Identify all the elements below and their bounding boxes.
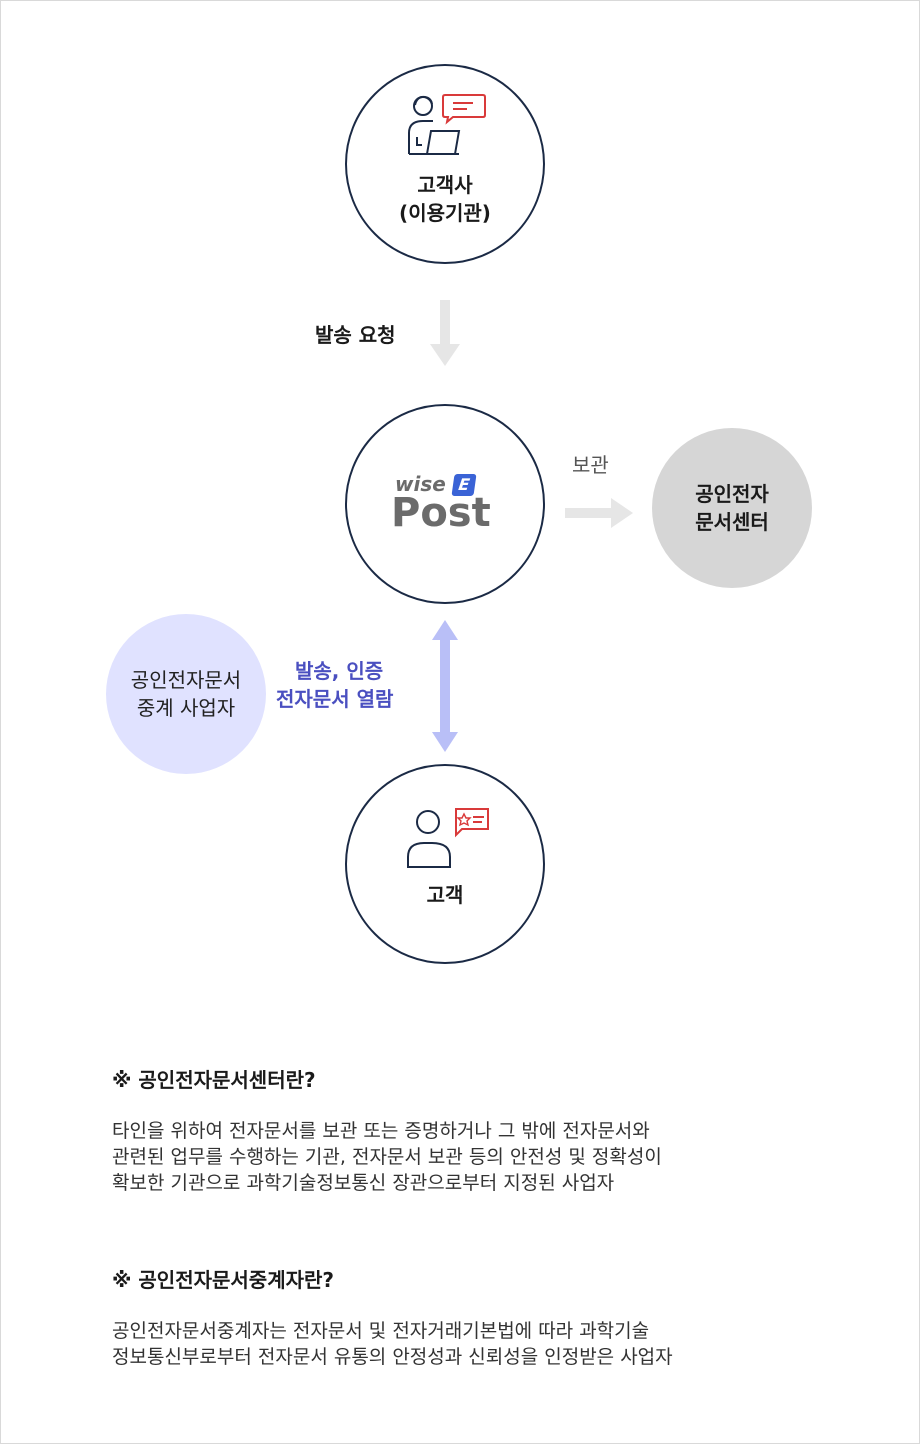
note-center-line: 확보한 기관으로 과학기술정보통신 장관으로부터 지정된 사업자 bbox=[112, 1172, 615, 1194]
note-intermediary-line: 공인전자문서중계자는 전자문서 및 전자거래기본법에 따라 과학기술 bbox=[112, 1320, 650, 1342]
note-center-title: ※ 공인전자문서센터란? bbox=[112, 1068, 316, 1092]
note-center-line: 타인을 위하여 전자문서를 보관 또는 증명하거나 그 밖에 전자문서와 bbox=[112, 1120, 650, 1142]
intermediary-label-1: 공인전자문서 bbox=[130, 668, 242, 692]
intermediary-label-2: 중계 사업자 bbox=[136, 696, 236, 720]
wisepost-logo: wise E Post bbox=[385, 472, 505, 536]
client-company-label: 고객사 bbox=[417, 173, 473, 197]
customer-node: 고객 bbox=[345, 764, 545, 964]
bidirectional-arrow-icon bbox=[432, 620, 458, 752]
certified-center-label-1: 공인전자 bbox=[695, 482, 769, 506]
down-arrow-icon bbox=[430, 300, 460, 366]
client-company-sublabel: (이용기관) bbox=[399, 201, 491, 225]
send-request-label: 발송 요청 bbox=[315, 323, 396, 347]
logo-wise-text: wise bbox=[395, 472, 446, 496]
user-laptop-chat-icon bbox=[408, 94, 486, 155]
note-intermediary-title: ※ 공인전자문서중계자란? bbox=[112, 1268, 335, 1292]
note-center-line: 관련된 업무를 수행하는 기관, 전자문서 보관 등의 안전성 및 정확성이 bbox=[112, 1146, 662, 1168]
certified-center-node: 공인전자 문서센터 bbox=[652, 428, 812, 588]
send-auth-label-2: 전자문서 열람 bbox=[276, 687, 394, 711]
wisepost-node: wise E Post bbox=[345, 404, 545, 604]
note-intermediary-line: 정보통신부로부터 전자문서 유통의 안정성과 신뢰성을 인정받은 사업자 bbox=[112, 1346, 673, 1368]
logo-post-text: Post bbox=[391, 490, 491, 536]
note-intermediary-body: 공인전자문서중계자는 전자문서 및 전자거래기본법에 따라 과학기술 정보통신부… bbox=[112, 1318, 832, 1370]
intermediary-node: 공인전자문서 중계 사업자 bbox=[106, 614, 266, 774]
customer-chat-icon bbox=[407, 808, 489, 868]
note-center-body: 타인을 위하여 전자문서를 보관 또는 증명하거나 그 밖에 전자문서와 관련된… bbox=[112, 1118, 832, 1196]
client-company-node: 고객사 (이용기관) bbox=[345, 64, 545, 264]
send-auth-label-1: 발송, 인증 bbox=[295, 659, 384, 683]
right-arrow-icon bbox=[565, 498, 633, 528]
customer-label: 고객 bbox=[426, 883, 464, 907]
certified-center-label-2: 문서센터 bbox=[695, 510, 769, 534]
storage-label: 보관 bbox=[572, 453, 609, 477]
